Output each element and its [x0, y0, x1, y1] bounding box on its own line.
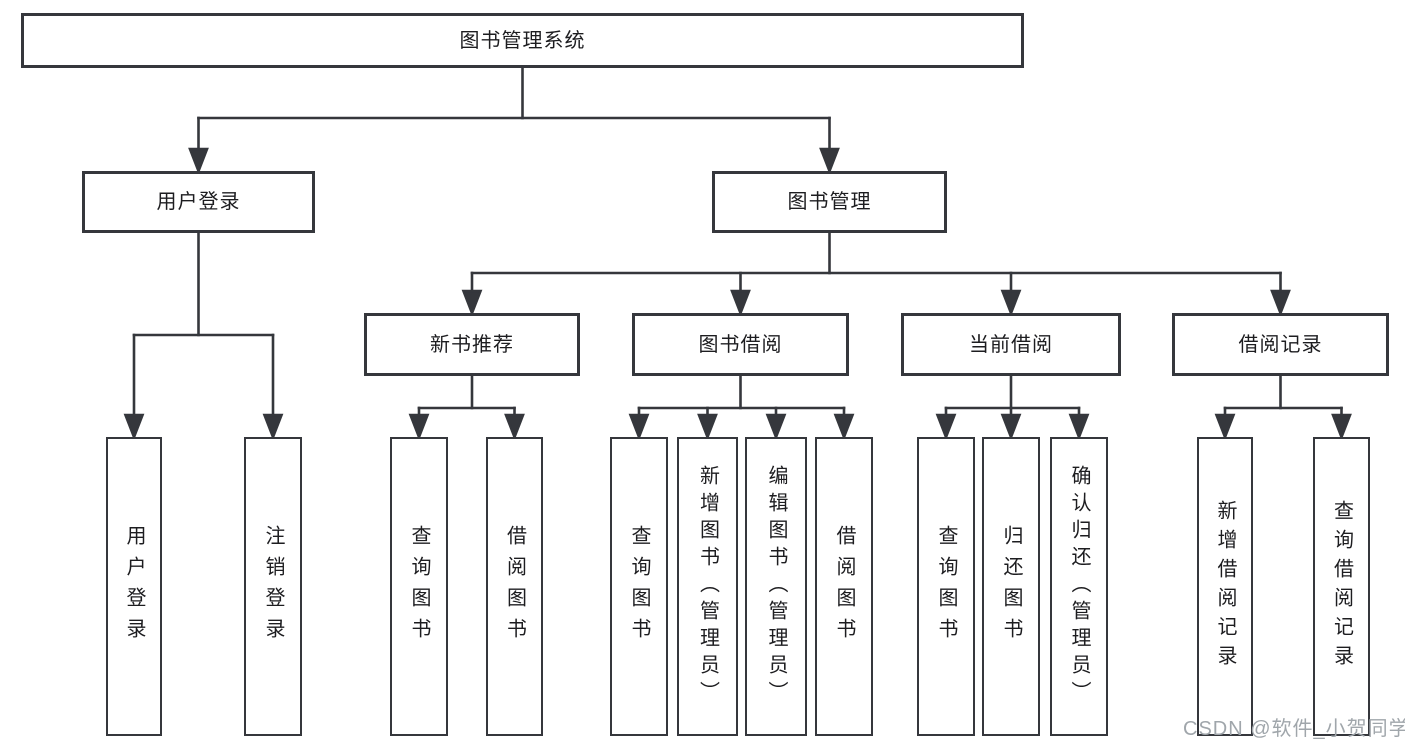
node-current-borrow: 当前借阅	[901, 313, 1121, 376]
node-cb-query-books: 查询图书	[917, 437, 975, 736]
node-user-login: 用户登录	[82, 171, 315, 233]
node-leaf-user-login: 用户登录	[106, 437, 162, 736]
node-cb-confirm-return: 确认归还（管理员）	[1050, 437, 1108, 736]
node-borrow-records: 借阅记录	[1172, 313, 1389, 376]
node-cb-return-books: 归还图书	[982, 437, 1040, 736]
node-root: 图书管理系统	[21, 13, 1024, 68]
node-br-add-record: 新增借阅记录	[1197, 437, 1253, 736]
node-new-book-recommend: 新书推荐	[364, 313, 580, 376]
node-book-borrow: 图书借阅	[632, 313, 849, 376]
node-nb-query-books: 查询图书	[390, 437, 448, 736]
node-bb-edit-books: 编辑图书（管理员）	[745, 437, 807, 736]
node-bb-borrow-books: 借阅图书	[815, 437, 873, 736]
node-book-management: 图书管理	[712, 171, 947, 233]
node-nb-borrow-books: 借阅图书	[486, 437, 543, 736]
node-br-query-record: 查询借阅记录	[1313, 437, 1370, 736]
node-bb-query-books: 查询图书	[610, 437, 668, 736]
node-bb-add-books: 新增图书（管理员）	[677, 437, 738, 736]
csdn-watermark: CSDN @软件_小贺同学	[1183, 718, 1405, 740]
node-leaf-logout: 注销登录	[244, 437, 302, 736]
